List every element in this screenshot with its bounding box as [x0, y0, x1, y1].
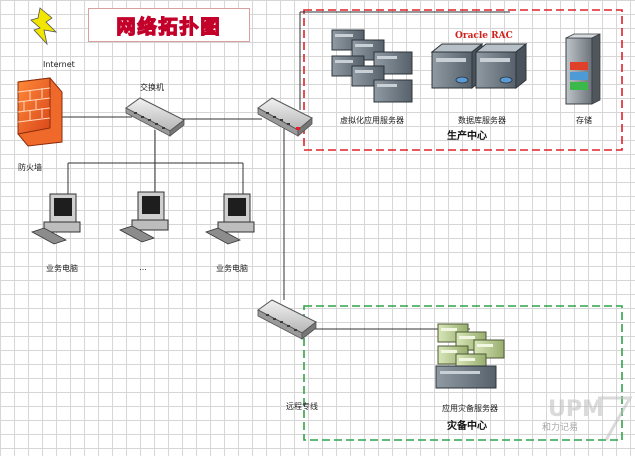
- pc-middle-icon: [119, 191, 169, 243]
- internet-lightning-icon: [30, 7, 58, 46]
- dr-servers-icon: [435, 323, 505, 389]
- watermark: 和力记易: [530, 388, 630, 452]
- db-server-icon-1: [430, 42, 484, 90]
- main-switch-icon: [125, 97, 185, 137]
- firewall-icon: [17, 77, 63, 147]
- pc-left-label: 业务电脑: [46, 264, 78, 273]
- production-center-region: [303, 9, 623, 151]
- pc-middle-label: ...: [139, 263, 147, 272]
- storage-label: 存储: [576, 116, 592, 125]
- virtual-servers-label: 虚拟化应用服务器: [340, 116, 404, 125]
- remote-line-label: 远程专线: [286, 402, 318, 411]
- pc-left-icon: [31, 193, 81, 245]
- remote-switch-icon: [257, 299, 317, 340]
- firewall-label: 防火墙: [18, 163, 42, 172]
- diagram-title: 网络拓扑图: [88, 8, 250, 42]
- production-center-title: 生产中心: [447, 131, 487, 142]
- watermark-logo: UPM: [548, 396, 633, 441]
- storage-icon: [565, 33, 601, 105]
- connection-lines: [60, 11, 510, 330]
- db-servers-label: 数据库服务器: [458, 116, 506, 125]
- pc-right-label: 业务电脑: [216, 264, 248, 273]
- virtual-servers-icon: [331, 29, 413, 103]
- pc-right-icon: [205, 193, 255, 245]
- dr-app-servers-label: 应用灾备服务器: [442, 404, 498, 413]
- core-switch-icon: [257, 97, 313, 137]
- switch-label: 交换机: [140, 83, 164, 92]
- watermark-text: 和力记易: [541, 423, 578, 433]
- internet-label: Internet: [43, 60, 75, 69]
- svg-text:UPM: UPM: [548, 397, 604, 422]
- dr-center-region: [303, 305, 623, 441]
- db-server-icon-2: [474, 42, 528, 90]
- oracle-rac-label: Oracle RAC: [455, 31, 513, 41]
- dr-center-title: 灾备中心: [447, 421, 487, 432]
